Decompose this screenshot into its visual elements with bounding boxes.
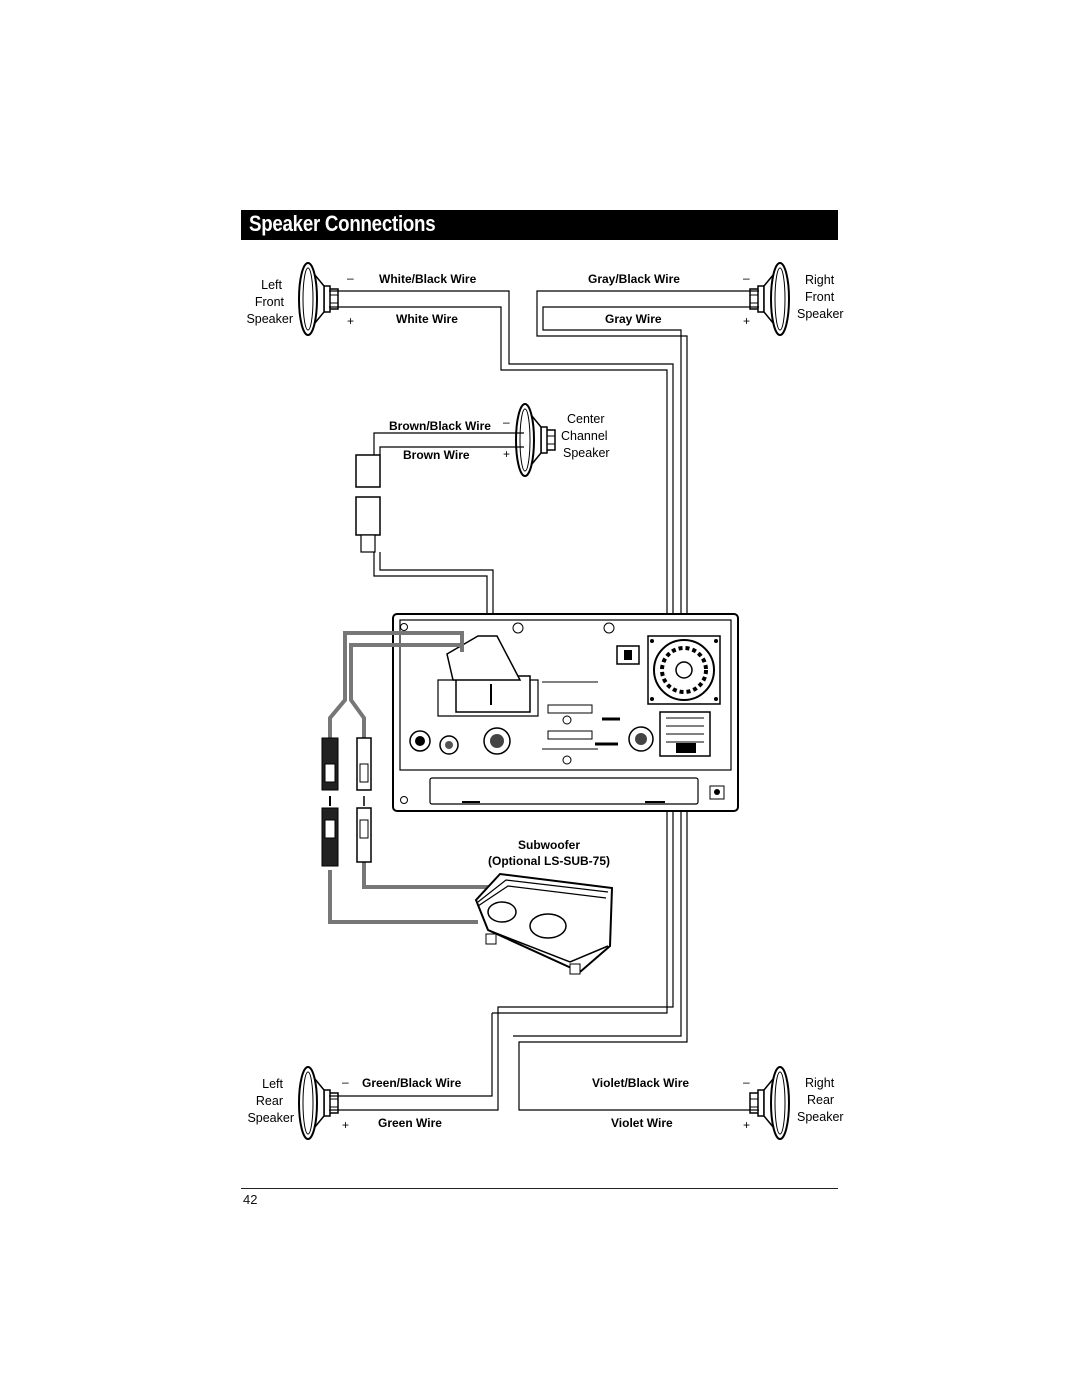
right-front-speaker-label: Right Front Speaker xyxy=(797,273,844,321)
wire-label-gray: Gray Wire xyxy=(605,312,662,326)
polarity-mark: + xyxy=(342,1118,349,1132)
polarity-mark: + xyxy=(743,314,750,328)
svg-text:Right: Right xyxy=(805,1076,835,1090)
right-rear-speaker-label: Right Rear Speaker xyxy=(797,1076,844,1124)
head-unit-rear-panel xyxy=(392,613,739,812)
footer-rule xyxy=(241,1188,838,1189)
svg-text:Speaker: Speaker xyxy=(246,312,293,326)
subwoofer-rca-cables xyxy=(328,631,498,924)
polarity-mark: – xyxy=(743,271,750,285)
polarity-mark: + xyxy=(347,314,354,328)
connector-block xyxy=(355,496,381,536)
left-front-speaker-label: Left Front Speaker xyxy=(246,278,293,326)
svg-text:(Optional LS-SUB-75): (Optional LS-SUB-75) xyxy=(488,854,610,868)
svg-text:Center: Center xyxy=(567,412,605,426)
svg-text:Channel: Channel xyxy=(561,429,608,443)
subwoofer-label: Subwoofer (Optional LS-SUB-75) xyxy=(488,838,610,868)
wire-label-green: Green Wire xyxy=(378,1116,442,1130)
connector-block xyxy=(360,534,376,553)
svg-text:Speaker: Speaker xyxy=(797,1110,844,1124)
svg-text:Front: Front xyxy=(255,295,285,309)
wire-label-gray-black: Gray/Black Wire xyxy=(588,272,680,286)
polarity-mark: – xyxy=(743,1075,750,1089)
wire-label-violet-black: Violet/Black Wire xyxy=(592,1076,689,1090)
svg-text:Front: Front xyxy=(805,290,835,304)
page-number: 42 xyxy=(243,1192,258,1207)
connector-block xyxy=(355,454,381,488)
left-rear-speaker-label: Left Rear Speaker xyxy=(247,1077,294,1125)
svg-text:Left: Left xyxy=(261,278,282,292)
polarity-mark: + xyxy=(743,1118,750,1132)
svg-text:Left: Left xyxy=(262,1077,283,1091)
subwoofer-icon xyxy=(474,872,614,975)
svg-text:Speaker: Speaker xyxy=(247,1111,294,1125)
right-rear-speaker-icon xyxy=(749,1066,790,1140)
polarity-mark: + xyxy=(503,447,510,461)
center-speaker-icon xyxy=(515,403,556,477)
polarity-mark: – xyxy=(342,1075,349,1089)
center-speaker-label: Center Channel Speaker xyxy=(561,412,610,460)
svg-text:Speaker: Speaker xyxy=(797,307,844,321)
right-front-speaker-icon xyxy=(749,262,790,336)
left-front-speaker-icon xyxy=(298,262,339,336)
wire-label-green-black: Green/Black Wire xyxy=(362,1076,462,1090)
section-title: Speaker Connections xyxy=(249,211,436,236)
polarity-mark: – xyxy=(503,415,510,429)
svg-text:Rear: Rear xyxy=(256,1094,283,1108)
svg-text:Subwoofer: Subwoofer xyxy=(518,838,580,852)
wire-label-white-black: White/Black Wire xyxy=(379,272,477,286)
rca-connectors xyxy=(321,737,372,867)
section-title-bar: Speaker Connections xyxy=(241,210,838,240)
svg-text:Speaker: Speaker xyxy=(563,446,610,460)
left-rear-speaker-icon xyxy=(298,1066,339,1140)
wire-label-brown-black: Brown/Black Wire xyxy=(389,419,491,433)
svg-text:Right: Right xyxy=(805,273,835,287)
wire-label-white: White Wire xyxy=(396,312,458,326)
wire-label-brown: Brown Wire xyxy=(403,448,470,462)
polarity-mark: – xyxy=(347,271,354,285)
wire-label-violet: Violet Wire xyxy=(611,1116,673,1130)
svg-text:Rear: Rear xyxy=(807,1093,834,1107)
